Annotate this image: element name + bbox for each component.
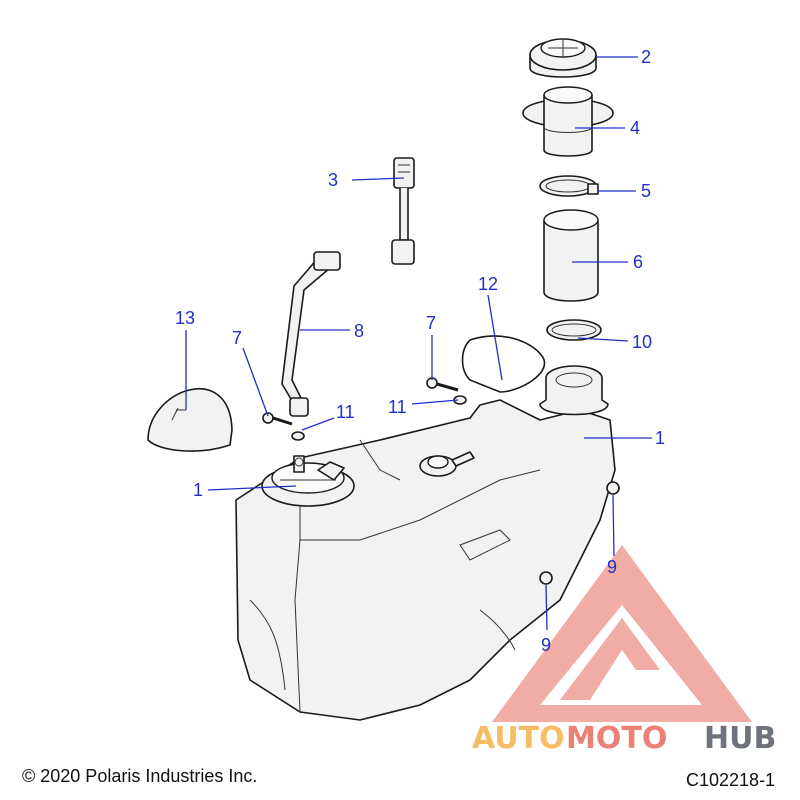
callout-7b: 7 — [426, 313, 436, 333]
callout-1b: 1 — [655, 428, 665, 448]
watermark-wordmark: AUTO MOTO HUB — [472, 721, 776, 756]
callout-3: 3 — [328, 170, 338, 190]
leader-11a — [301, 417, 335, 431]
callout-12: 12 — [478, 274, 498, 294]
washer-left — [291, 431, 305, 441]
tank-vent-fitting — [419, 451, 475, 477]
callout-9b: 9 — [541, 635, 551, 655]
tank-strap — [461, 335, 546, 393]
callout-2: 2 — [641, 47, 651, 67]
callout-8: 8 — [354, 321, 364, 341]
callout-4: 4 — [630, 118, 640, 138]
part-code: C102218-1 — [686, 770, 775, 790]
callout-13: 13 — [175, 308, 195, 328]
leader-7a — [242, 347, 269, 417]
fuel-cap — [529, 38, 597, 78]
tank-filler-neck — [539, 365, 609, 416]
leader-3 — [351, 177, 405, 181]
leader-lines — [185, 56, 652, 631]
plug-lower — [539, 571, 553, 585]
leader-12 — [487, 294, 503, 381]
callout-5: 5 — [641, 181, 651, 201]
hose-clamp — [539, 175, 599, 197]
bolt-right — [426, 377, 459, 392]
callout-6: 6 — [633, 252, 643, 272]
leader-9a — [612, 494, 615, 557]
dome-cover — [147, 388, 233, 452]
leader-1a — [207, 485, 297, 491]
filler-hose — [543, 209, 599, 302]
callout-7a: 7 — [232, 328, 242, 348]
callout-1a: 1 — [193, 480, 203, 500]
leader-10 — [577, 337, 629, 342]
copyright-text: © 2020 Polaris Industries Inc. — [22, 766, 257, 786]
fuel-pump-assembly — [261, 455, 355, 507]
connector-harness — [391, 157, 415, 265]
band-clamp — [546, 319, 602, 341]
callout-11b: 11 — [388, 397, 407, 417]
watermark-hub: HUB — [704, 721, 776, 756]
filler-neck — [522, 86, 614, 157]
callout-9a: 9 — [607, 557, 617, 577]
plug-upper — [606, 481, 620, 495]
leader-11b — [411, 399, 459, 405]
callout-11a: 11 — [336, 402, 355, 422]
callout-10: 10 — [632, 332, 652, 352]
bolt-left — [262, 412, 293, 426]
leader-9b — [545, 584, 548, 631]
vent-tube — [281, 251, 341, 417]
watermark-logo — [492, 545, 752, 722]
watermark-moto: MOTO — [566, 721, 667, 756]
watermark-auto: AUTO — [472, 721, 565, 756]
